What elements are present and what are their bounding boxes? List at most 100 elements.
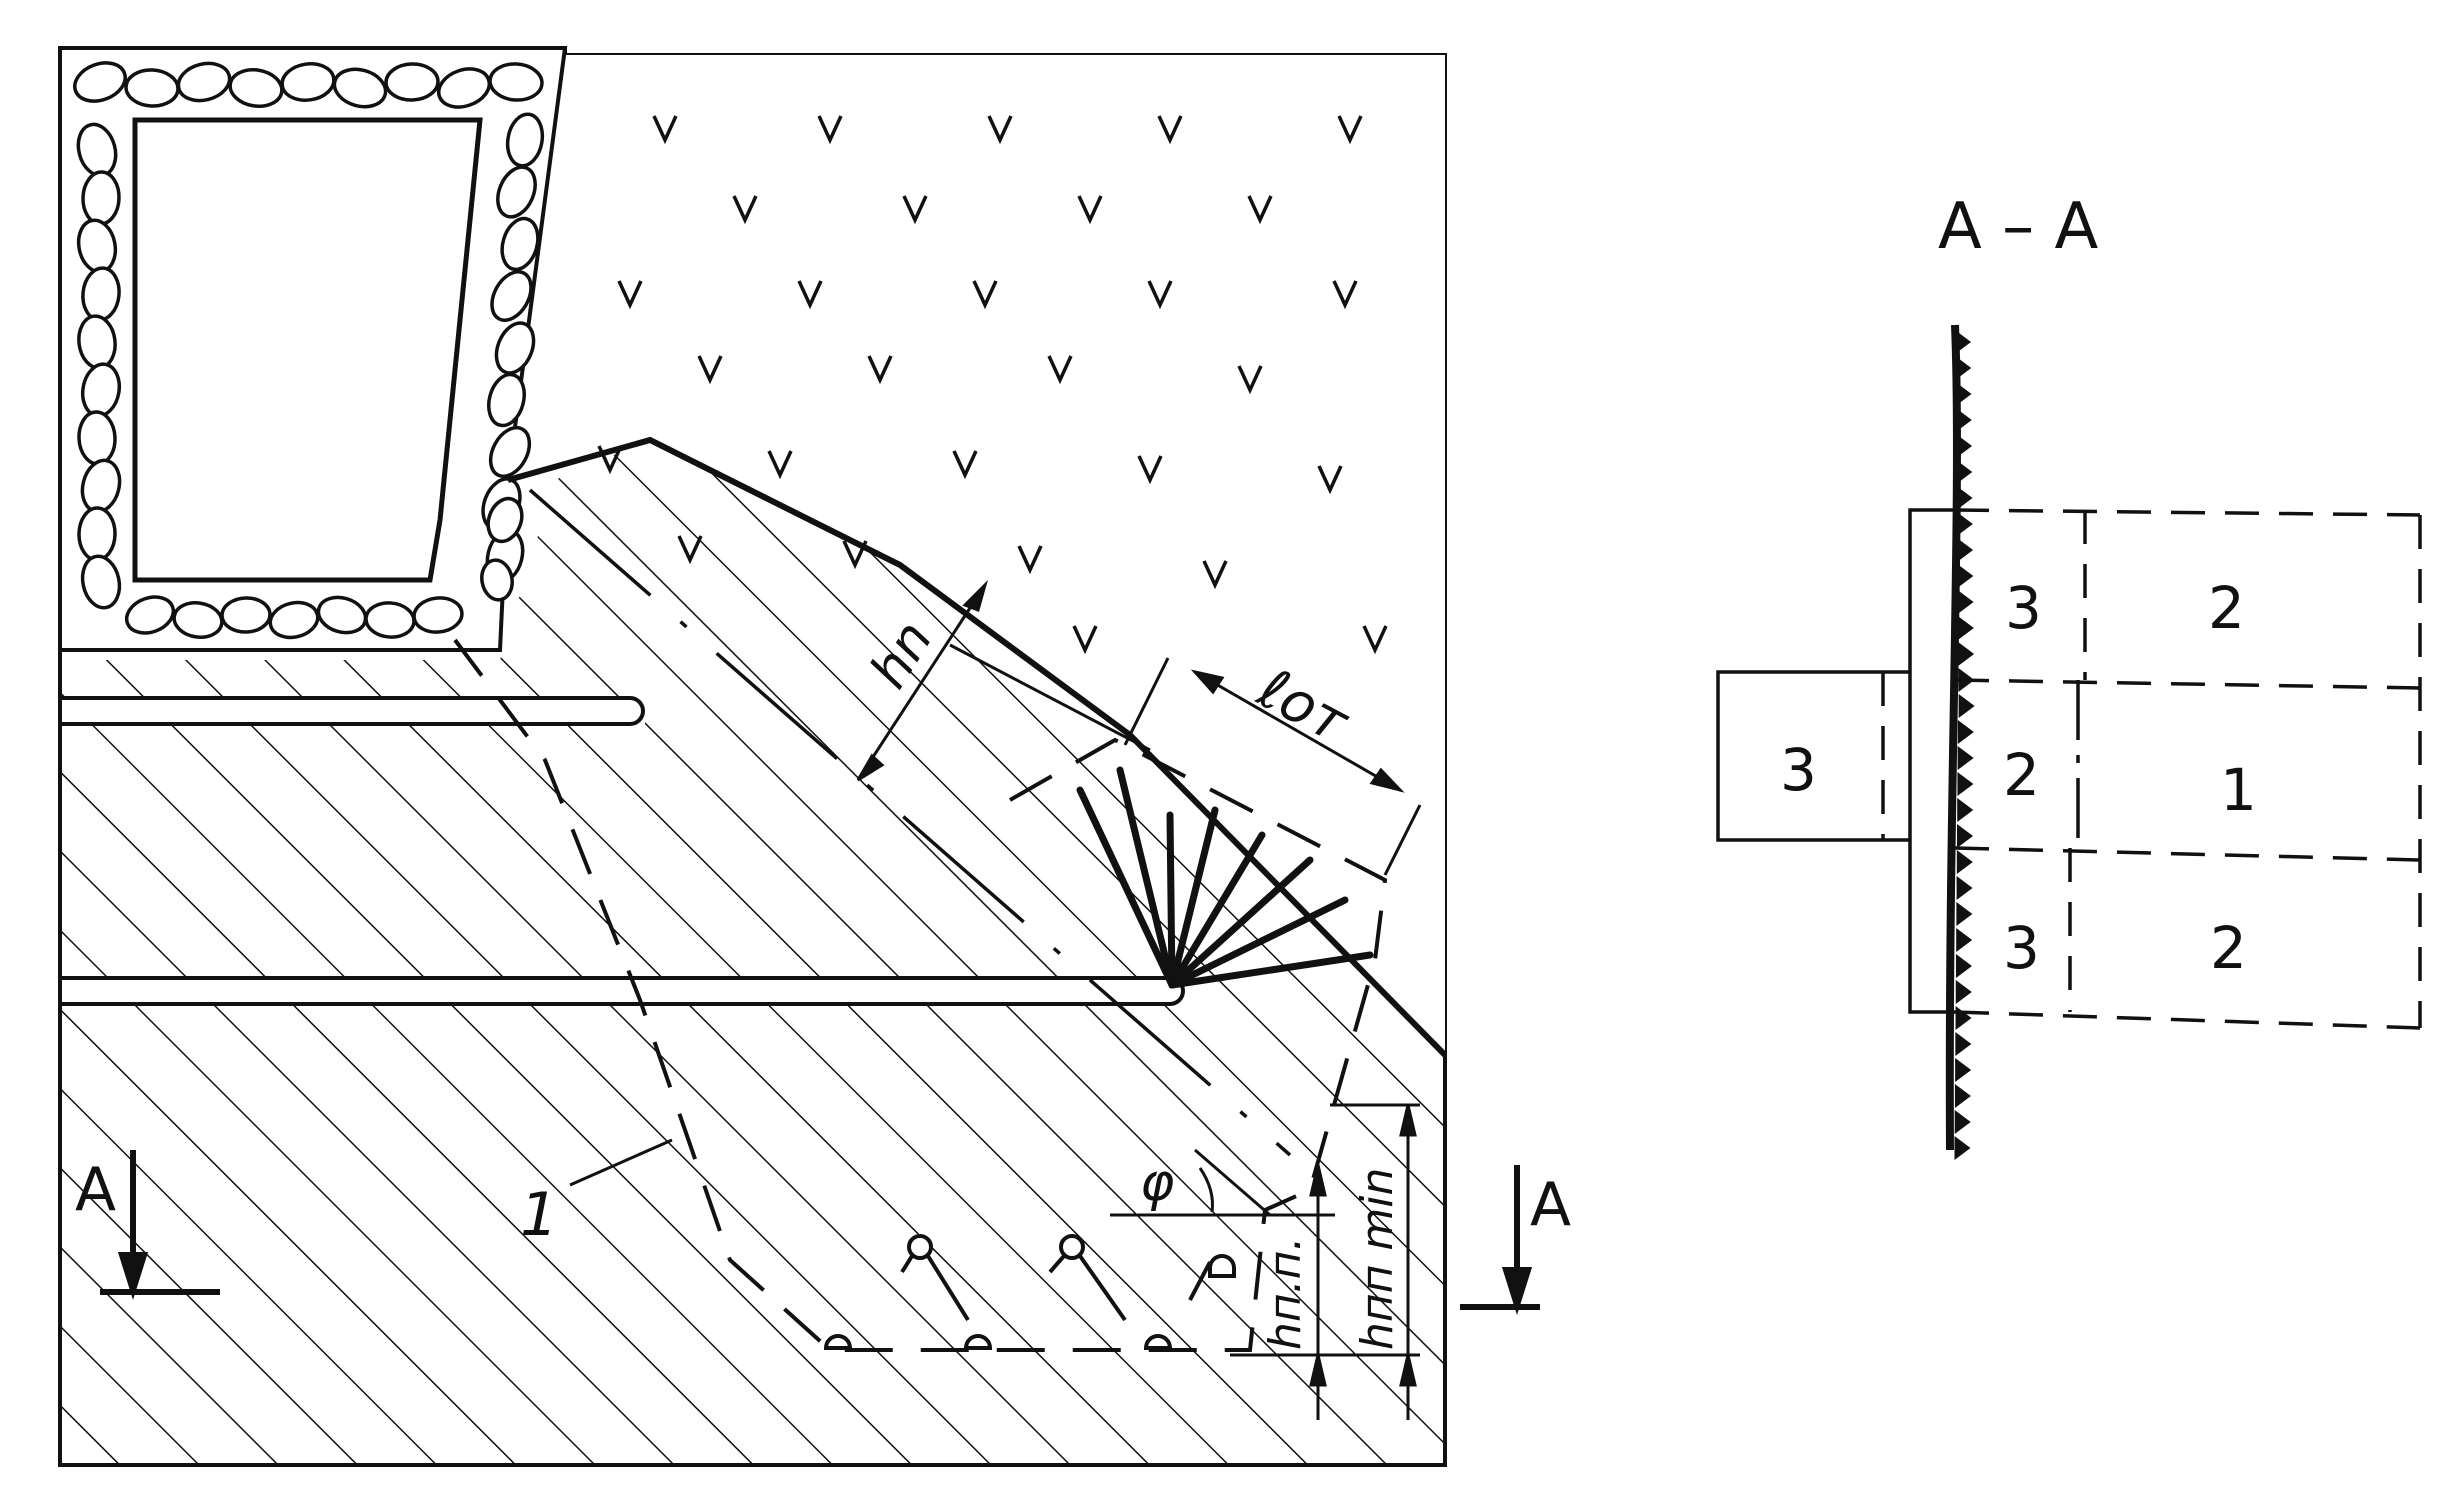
phi-label: φ	[1140, 1153, 1174, 1213]
ore-v-mark	[902, 195, 928, 225]
pebble	[220, 596, 272, 634]
cell-left-block: 3	[1780, 736, 1817, 804]
wall-tooth	[1956, 876, 1973, 900]
wall-tooth	[1954, 1084, 1971, 1108]
ore-v-mark	[1137, 455, 1163, 485]
cell-inner-mid: 2	[2003, 741, 2040, 809]
pebble	[487, 372, 526, 428]
cell-outer-top: 2	[2208, 574, 2245, 642]
ore-v-mark	[797, 280, 823, 310]
section-title: A – A	[1938, 190, 2098, 264]
wall-tooth	[1955, 980, 1972, 1004]
serrated-wall	[1945, 324, 1975, 1160]
pebble	[228, 68, 284, 108]
drawpoints	[823, 1234, 1236, 1350]
wall-tooth	[1954, 1136, 1971, 1160]
upper-drift-lane	[60, 698, 645, 724]
pebble	[80, 554, 122, 610]
ore-contact-line	[507, 436, 1448, 1058]
wall-tooth	[1958, 642, 1975, 666]
ore-v-mark	[1147, 280, 1173, 310]
ore-v-mark	[697, 355, 723, 385]
ore-v-mark	[1337, 115, 1363, 145]
ore-v-mark	[1332, 280, 1358, 310]
wall-tooth	[1957, 746, 1974, 770]
ore-v-mark	[1077, 195, 1103, 225]
hnn-label: hп.п.	[1260, 1237, 1311, 1350]
ore-v-mark	[1202, 560, 1228, 590]
wall-tooth	[1955, 1032, 1972, 1056]
wall-tooth	[1955, 356, 1972, 380]
pebble	[488, 425, 532, 479]
pebble	[494, 321, 536, 375]
wall-tooth	[1955, 954, 1972, 978]
ore-v-mark	[1072, 625, 1098, 655]
wall-tooth	[1956, 434, 1973, 458]
ore-v-mark	[952, 450, 978, 480]
ore-v-mark	[677, 535, 703, 565]
lower-drift-lane	[60, 978, 1190, 1004]
section-mark-left-label: A	[75, 1155, 116, 1225]
wall-tooth	[1955, 382, 1972, 406]
section-mark-left	[100, 1150, 220, 1301]
pebble	[496, 165, 537, 219]
wall-tooth	[1955, 408, 1972, 432]
wall-tooth	[1957, 616, 1974, 640]
wall-tooth	[1955, 1006, 1972, 1030]
cell-inner-bot: 3	[2003, 914, 2040, 982]
wall-tooth	[1957, 772, 1974, 796]
wall-tooth	[1956, 486, 1973, 510]
ore-v-mark	[1157, 115, 1183, 145]
hnn-min-label: hпп min	[1352, 1168, 1403, 1350]
wall-tooth	[1956, 512, 1973, 536]
ore-v-mark	[1237, 365, 1263, 395]
ore-v-mark	[972, 280, 998, 310]
ore-v-mark	[652, 115, 678, 145]
ore-v-mark	[1317, 465, 1343, 495]
ore-v-mark	[817, 115, 843, 145]
section-left-blocks	[1716, 508, 1955, 1014]
section-mark-right-label: A	[1530, 1170, 1571, 1240]
ore-v-marks	[597, 115, 1388, 655]
ore-v-mark	[732, 195, 758, 225]
pebble	[500, 216, 540, 272]
wall-tooth	[1957, 798, 1974, 822]
ore-v-mark	[617, 280, 643, 310]
callout-1-leader	[569, 1138, 673, 1187]
pebble	[77, 410, 117, 466]
pebble	[486, 496, 524, 544]
ore-v-mark	[1362, 625, 1388, 655]
pebble	[124, 595, 176, 635]
wall-tooth	[1958, 694, 1975, 718]
ore-body	[508, 55, 1445, 1055]
hn-dimension	[856, 579, 1151, 782]
ore-v-mark	[867, 355, 893, 385]
pebble	[412, 596, 464, 634]
cell-outer-mid: 1	[2220, 756, 2257, 824]
wall-tooth	[1955, 1058, 1972, 1082]
pebble	[81, 170, 121, 226]
phi-angle	[1110, 1148, 1335, 1217]
wall-tooth	[1956, 460, 1973, 484]
lot-dimension	[1123, 657, 1422, 876]
pebble	[384, 62, 440, 102]
section-dashed-grid	[1881, 508, 2422, 1030]
section-aa-view: A – A 3 3 2 3 2 1 2	[1716, 190, 2422, 1160]
blast-hole-fan	[1076, 766, 1374, 989]
pebble	[172, 601, 224, 639]
cell-inner-top: 3	[2005, 574, 2042, 642]
main-view: hn ℓот φ hп.п. hпп min	[58, 46, 1571, 1467]
ore-v-mark	[987, 115, 1013, 145]
break-line	[528, 488, 1292, 1157]
pebble	[488, 62, 544, 102]
pebble	[176, 61, 232, 103]
hnn-dimensions	[1230, 1103, 1420, 1420]
wall-tooth	[1957, 564, 1974, 588]
wall-tooth	[1957, 720, 1974, 744]
pebble	[73, 61, 127, 103]
section-mark-right	[1460, 1165, 1540, 1316]
ore-v-mark	[1247, 195, 1273, 225]
pebble	[77, 506, 117, 562]
